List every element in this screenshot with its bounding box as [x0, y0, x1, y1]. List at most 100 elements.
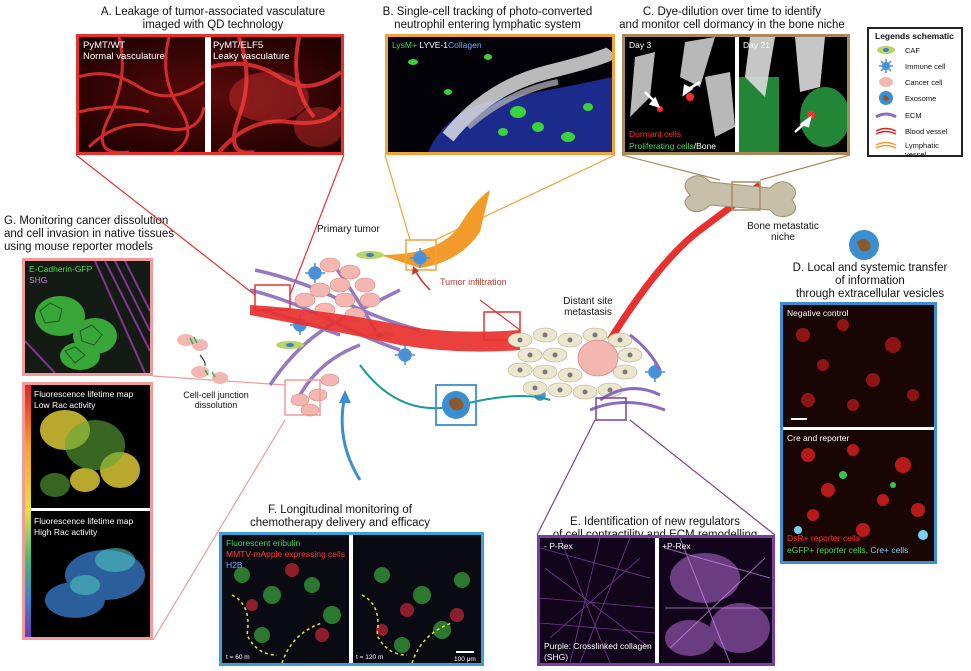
distant-site-line2: metastasis — [564, 307, 612, 318]
panel-c-title: C. Dye-dilution over time to identify an… — [612, 6, 852, 32]
legend-item-ecm: ECM — [905, 111, 922, 120]
panel-e-visual — [540, 538, 772, 663]
panel-g-flim-visual — [25, 385, 150, 637]
panel-f-time1: t = 60 m — [226, 654, 250, 661]
panel-b-lysm-label: LysM+ — [392, 40, 417, 50]
panel-d-egfp-label: eGFP+ reporter cells, — [787, 545, 869, 555]
bone-niche-line2: niche — [771, 232, 795, 243]
panel-e-marker — [595, 397, 627, 421]
panel-d-dsr-label: DsR+ reporter cells — [787, 533, 860, 543]
panel-g-ecad-image: E-Cadherin-GFP SHG — [22, 258, 153, 376]
distant-site-line1: Distant site — [563, 296, 613, 307]
panel-c-proliferating-row: Proliferating cells/Bone — [629, 141, 716, 152]
panel-c-dormant-label: Dormant cells — [629, 129, 681, 139]
panel-b-marker — [405, 239, 437, 271]
distant-site-tissue — [507, 327, 643, 400]
panel-a-right-label2: Leaky vasculature — [213, 51, 290, 62]
panel-g-title-line3: using mouse reporter models — [4, 241, 153, 253]
junction-line2: dissolution — [194, 400, 238, 410]
panel-e-minus-label: - P-Rex — [544, 541, 573, 551]
legend-item-caf: CAF — [905, 46, 920, 55]
panel-a-left-label1: PyMT/WT — [83, 40, 126, 51]
infiltration-arrow — [414, 269, 431, 291]
panel-c-proliferating-label: Proliferating cells — [629, 141, 694, 151]
legend-icons — [875, 46, 897, 149]
panel-a-title: A. Leakage of tumor-associated vasculatu… — [78, 6, 348, 32]
panel-g-flim1-label-b: Low Rac activity — [34, 400, 96, 410]
legend-item-immune: Immune cell — [905, 62, 946, 71]
infiltration-arrowhead-icon — [412, 266, 419, 275]
panel-f-title-line1: F. Longitudinal monitoring of — [268, 504, 412, 516]
tumor-infiltration-label: Tumor infiltration — [440, 277, 507, 287]
legend-item-blood-vessel: Blood vessel — [905, 127, 948, 136]
panel-e-caption2: (SHG) — [544, 652, 569, 662]
junction-line1: Cell-cell junction — [183, 390, 249, 400]
primary-tumor-cells — [290, 257, 381, 417]
exosome-cargo-icon — [449, 397, 464, 411]
panel-d-title: D. Local and systemic transfer of inform… — [772, 262, 968, 301]
panel-g-title: G. Monitoring cancer dissolution and cel… — [4, 215, 209, 254]
caf-icon — [877, 46, 895, 54]
immune-cell-icon — [879, 59, 893, 73]
panel-f-label2: MMTV-mApple expressing cells — [226, 549, 346, 559]
panel-c-bone-niche — [625, 37, 847, 152]
drug-delivery-arrow — [340, 394, 362, 481]
bone-niche-line1: Bone metastatic — [747, 221, 819, 232]
panel-c-image: Day 3 Day 21 Dormant cells Proliferating… — [622, 34, 850, 155]
legend-item-lymphatic-vessel: Lymphatic vessel — [905, 141, 939, 159]
exosome-icon — [879, 91, 893, 105]
ecm-icon — [875, 112, 897, 119]
panel-c-title-line1: C. Dye-dilution over time to identify — [642, 6, 822, 18]
primary-tumor-label: Primary tumor — [317, 224, 380, 235]
panel-f-time2: t = 120 m — [356, 654, 384, 661]
panel-c-day21: Day 21 — [743, 40, 770, 50]
panel-e-plus-label: +P-Rex — [662, 541, 691, 551]
metastasis-cluster — [577, 339, 619, 377]
panel-f-visual — [222, 535, 481, 663]
panel-a-left-label2: Normal vasculature — [83, 51, 165, 62]
panel-g-flim-image: Fluorescence lifetime map Low Rac activi… — [22, 382, 153, 640]
panel-c-title-line2: and monitor cell dormancy in the bone ni… — [619, 19, 845, 31]
panel-d-negative-label: Negative control — [787, 308, 849, 318]
panel-d-visual — [783, 305, 934, 561]
panel-d-title-line2: of information — [835, 275, 905, 287]
panel-b-title-line2: neutrophil entering lymphatic system — [394, 19, 581, 31]
legend-item-cancer: Cancer cell — [905, 78, 943, 87]
exosome-big-icon — [849, 230, 879, 260]
panel-e-caption1: Purple: Crosslinked collagen — [544, 641, 652, 651]
legend-box: Legends schematic CAF Immune cell Cancer… — [867, 27, 963, 159]
panel-g-title-line1: G. Monitoring cancer dissolution — [4, 215, 169, 227]
distant-site-label: Distant site metastasis — [543, 296, 633, 318]
panel-a-vasculature — [79, 37, 341, 152]
bone-niche-label: Bone metastatic niche — [738, 221, 828, 243]
panel-d-egfp-row: eGFP+ reporter cells, Cre+ cells — [787, 545, 908, 556]
panel-g-shg-label: SHG — [29, 275, 48, 285]
panel-d-cre-label: Cre and reporter — [787, 433, 850, 443]
panel-c-bone-label: /Bone — [693, 141, 716, 151]
cancer-cell-icon — [879, 77, 893, 87]
panel-d-cre-cells-label: Cre+ cells — [870, 545, 909, 555]
blood-vessel-icon — [875, 127, 897, 135]
panel-g-ecad-label: E-Cadherin-GFP — [29, 264, 93, 274]
panel-b-title-line1: B. Single-cell tracking of photo-convert… — [382, 6, 593, 18]
panel-c-day3: Day 3 — [629, 40, 652, 50]
panel-c-marker — [731, 181, 761, 211]
panel-a-marker — [254, 284, 291, 311]
panel-e-image: - P-Rex +P-Rex Purple: Crosslinked colla… — [537, 535, 775, 666]
panel-f-label3: H2B — [226, 560, 243, 570]
junction-illustration — [177, 334, 228, 384]
panel-b-image: LysM+ LYVE-1Collagen — [385, 34, 615, 155]
legend-item-exosome: Exosome — [905, 94, 937, 103]
blood-vessel-main — [250, 305, 520, 352]
legend-title: Legends schematic — [875, 31, 954, 41]
panel-b-lymphatic — [388, 37, 612, 152]
panel-f-label1: Fluorescent eribulin — [226, 538, 301, 548]
panel-g-ecad-visual — [25, 261, 150, 373]
panel-f-title: F. Longitudinal monitoring of chemothera… — [220, 504, 460, 530]
panel-g-flim2-label-a: Fluorescence lifetime map — [34, 516, 134, 526]
panel-a-image: PyMT/WT Normal vasculature PyMT/ELF5 Lea… — [76, 34, 344, 155]
panel-e-title-line1: E. Identification of new regulators — [569, 516, 741, 528]
panel-a2-marker — [483, 311, 521, 341]
panel-b-collagen-label: Collagen — [448, 40, 482, 50]
